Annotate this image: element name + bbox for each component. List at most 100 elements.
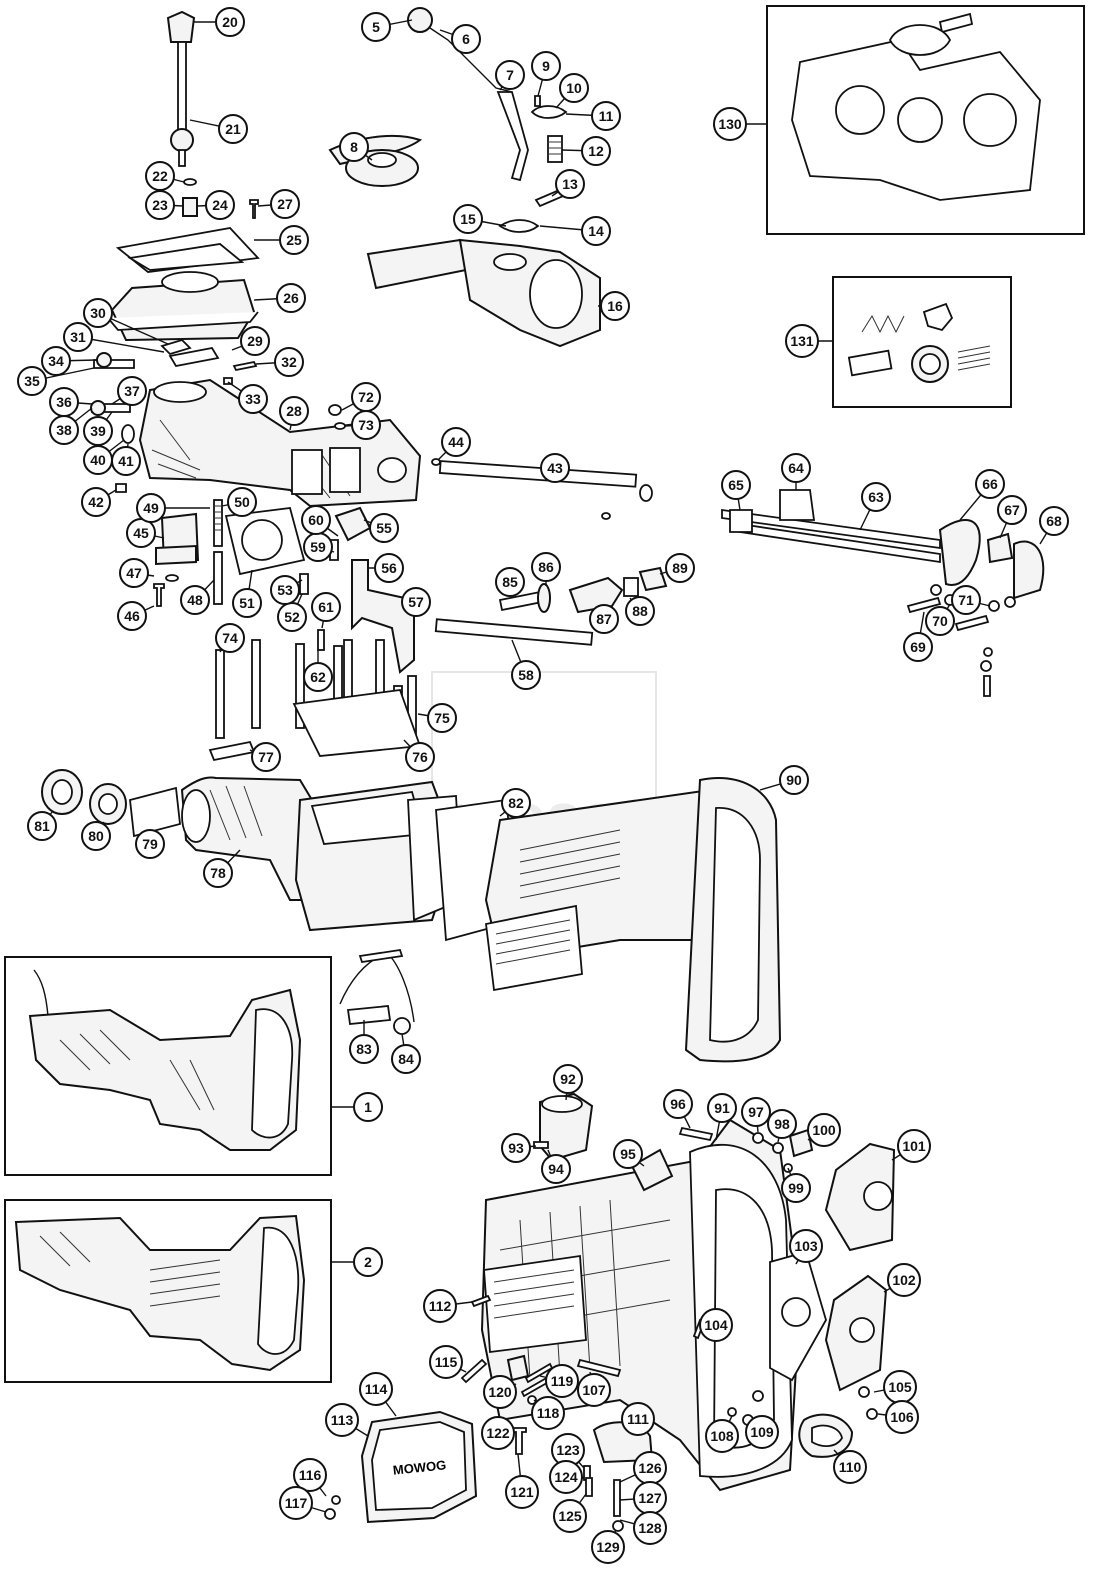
callout-number: 126 (638, 1460, 662, 1476)
callout-number: 46 (124, 608, 140, 624)
selector-lever-57 (351, 559, 415, 674)
callout-16: 16 (600, 291, 630, 321)
callout-number: 117 (285, 1495, 308, 1511)
callout-number: 21 (225, 121, 241, 137)
selector-rod-58 (434, 618, 594, 646)
callout-number: 122 (486, 1425, 510, 1441)
callout-74: 74 (215, 623, 245, 653)
callout-10: 10 (559, 73, 589, 103)
callout-number: 63 (868, 489, 884, 505)
callout-89: 89 (665, 553, 695, 583)
callout-58: 58 (511, 660, 541, 690)
callout-131: 131 (785, 324, 819, 358)
callout-number: 90 (786, 772, 802, 788)
callout-5: 5 (361, 12, 391, 42)
callout-29: 29 (240, 326, 270, 356)
callout-103: 103 (789, 1229, 823, 1263)
callout-104: 104 (699, 1308, 733, 1342)
callout-20: 20 (215, 7, 245, 37)
callout-number: 99 (788, 1180, 804, 1196)
callout-25: 25 (279, 225, 309, 255)
callout-number: 62 (310, 669, 326, 685)
callout-number: 24 (212, 197, 228, 213)
callout-number: 124 (554, 1469, 578, 1485)
speedometer-drive (498, 566, 668, 614)
early-gearbox-inset (4, 956, 332, 1176)
rear-extension (180, 776, 331, 901)
callout-24: 24 (205, 190, 235, 220)
callout-number: 66 (982, 476, 998, 492)
callout-102: 102 (887, 1263, 921, 1297)
callout-number: 91 (714, 1100, 730, 1116)
gearbox-casing-late (480, 1118, 802, 1492)
callout-number: 93 (508, 1140, 524, 1156)
callout-number: 105 (888, 1379, 912, 1395)
callout-number: 16 (607, 298, 623, 314)
gasket-set (791, 12, 1041, 201)
callout-number: 96 (670, 1096, 686, 1112)
callout-23: 23 (145, 190, 175, 220)
callout-number: 87 (596, 611, 612, 627)
callout-122: 122 (481, 1416, 515, 1450)
callout-number: 120 (488, 1384, 512, 1400)
bottom-small-parts (324, 1294, 624, 1532)
callout-65: 65 (721, 470, 751, 500)
spring-cap (182, 197, 198, 217)
callout-number: 8 (350, 139, 358, 155)
callout-8: 8 (339, 132, 369, 162)
callout-number: 84 (398, 1051, 414, 1067)
gearbox-casing-early (41, 769, 782, 1063)
callout-number: 82 (508, 795, 524, 811)
callout-number: 31 (70, 329, 86, 345)
callout-number: 22 (152, 168, 168, 184)
callout-107: 107 (577, 1373, 611, 1407)
callout-number: 109 (750, 1424, 774, 1440)
callout-number: 71 (958, 592, 974, 608)
callout-27: 27 (270, 189, 300, 219)
callout-number: 97 (748, 1104, 764, 1120)
callout-number: 106 (890, 1409, 914, 1425)
callout-number: 78 (210, 865, 226, 881)
callout-number: 116 (299, 1467, 322, 1483)
callout-number: 41 (118, 453, 134, 469)
callout-64: 64 (781, 453, 811, 483)
callout-number: 69 (910, 639, 926, 655)
callout-2: 2 (353, 1247, 383, 1277)
callout-114: 114 (359, 1372, 393, 1406)
plates-and-studs (153, 499, 372, 651)
top-cover-gasket (292, 689, 422, 757)
callout-130: 130 (713, 107, 747, 141)
top-cover-studs (208, 559, 422, 762)
callout-number: 85 (502, 574, 518, 590)
callout-121: 121 (505, 1475, 539, 1509)
callout-92: 92 (553, 1064, 583, 1094)
callout-127: 127 (633, 1481, 667, 1515)
callout-number: 37 (124, 383, 140, 399)
callout-42: 42 (81, 487, 111, 517)
callout-38: 38 (49, 415, 79, 445)
callout-56: 56 (374, 553, 404, 583)
callout-113: 113 (325, 1403, 359, 1437)
callout-number: 11 (599, 108, 614, 124)
repair-kit (847, 302, 991, 383)
callout-number: 77 (258, 749, 274, 765)
bottom-cover: MOWOG (360, 1410, 478, 1524)
rubber-boot (345, 149, 419, 187)
late-casing-small-parts (533, 1092, 896, 1464)
callout-number: 59 (310, 539, 326, 555)
callout-82: 82 (501, 788, 531, 818)
callout-number: 27 (277, 196, 293, 212)
callout-124: 124 (549, 1460, 583, 1494)
callout-number: 128 (638, 1520, 662, 1536)
callout-73: 73 (351, 410, 381, 440)
callout-number: 34 (48, 353, 64, 369)
callout-number: 68 (1046, 513, 1062, 529)
callout-62: 62 (303, 662, 333, 692)
callout-63: 63 (861, 482, 891, 512)
callout-13: 13 (555, 169, 585, 199)
callout-37: 37 (117, 376, 147, 406)
early-gearbox-illustration (28, 969, 302, 1151)
callout-number: 23 (152, 197, 168, 213)
callout-32: 32 (274, 347, 304, 377)
callout-number: 36 (56, 394, 72, 410)
